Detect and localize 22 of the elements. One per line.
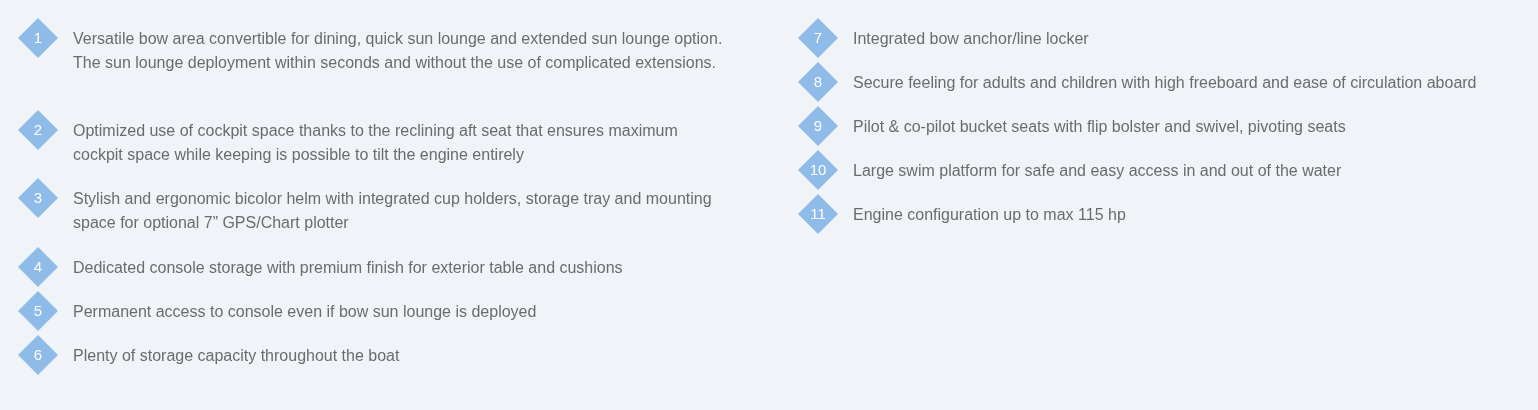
step-number: 9	[812, 117, 824, 135]
step-number: 11	[809, 205, 827, 223]
feature-description: Plenty of storage capacity throughout the boat	[73, 346, 401, 366]
step-number: 1	[32, 29, 44, 47]
feature-description: Integrated bow anchor/line locker	[853, 29, 1090, 49]
feature-description: Engine configuration up to max 115 hp	[853, 205, 1127, 225]
step-number: 5	[32, 302, 44, 320]
feature-description: Large swim platform for safe and easy access in and out of the water	[853, 161, 1343, 181]
step-number: 10	[808, 161, 828, 179]
step-number: 2	[32, 121, 44, 139]
feature-description: Versatile bow area convertible for dining, quick sun lounge and extended sun lounge option. The sun lounge deployment within seconds and without the use of complicated extensions.	[73, 29, 724, 73]
feature-description: Secure feeling for adults and children with high freeboard and ease of circulation aboard	[853, 73, 1478, 93]
feature-description: Permanent access to console even if bow sun lounge is deployed	[73, 302, 538, 322]
feature-description: Pilot & co-pilot bucket seats with flip bolster and swivel, pivoting seats	[853, 117, 1347, 137]
step-number: 6	[32, 346, 44, 364]
step-number: 4	[32, 258, 44, 276]
feature-description: Stylish and ergonomic bicolor helm with integrated cup holders, storage tray and mounting space for optional 7” GPS/Chart plotter	[73, 189, 713, 233]
step-number: 8	[812, 73, 824, 91]
step-number: 3	[32, 189, 44, 207]
feature-description: Optimized use of cockpit space thanks to the reclining aft seat that ensures maximum cockpit space while keeping is possible to tilt the engine entirely	[73, 121, 679, 165]
step-number: 7	[812, 29, 824, 47]
feature-description: Dedicated console storage with premium finish for exterior table and cushions	[73, 258, 624, 278]
